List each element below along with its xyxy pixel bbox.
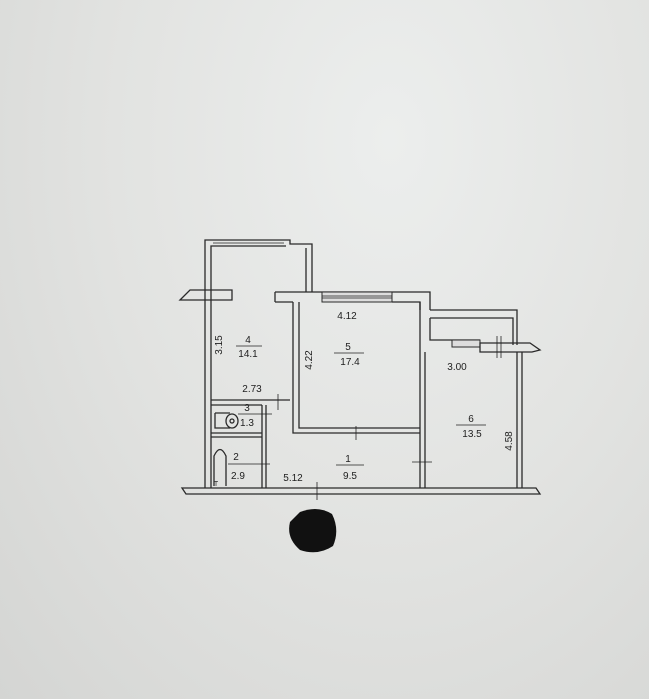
ink-blot: [289, 508, 337, 553]
dim-4-22: 4.22: [304, 350, 315, 370]
room-1-number: 1: [345, 454, 351, 465]
room-4-number: 4: [245, 335, 251, 346]
dim-3-00: 3.00: [447, 362, 467, 373]
room-5-number: 5: [345, 342, 351, 353]
dim-2-73: 2.73: [242, 384, 262, 395]
room-5-area: 17.4: [340, 357, 360, 368]
room-6-number: 6: [468, 414, 474, 425]
dimension-labels: 3.15 2.73 4.22 4.12 3.00 4.58 5.12 T: [214, 311, 515, 488]
dim-4-12: 4.12: [337, 311, 357, 322]
walls: [178, 239, 542, 500]
dim-3-15: 3.15: [214, 335, 225, 355]
room-3-number: 3: [244, 403, 250, 414]
room-3-area: 1.3: [240, 418, 254, 429]
dim-5-12: 5.12: [283, 473, 303, 484]
dim-4-58: 4.58: [504, 431, 515, 451]
room-labels: 4 14.1 5 17.4 6 13.5 3 1.3 2 2.9 1 9.5: [228, 335, 486, 482]
room-4-area: 14.1: [238, 349, 258, 360]
bath-mark: T: [214, 481, 219, 488]
room-2-area: 2.9: [231, 471, 245, 482]
room-2-number: 2: [233, 452, 239, 463]
room-1-area: 9.5: [343, 471, 357, 482]
room-6-area: 13.5: [462, 429, 482, 440]
